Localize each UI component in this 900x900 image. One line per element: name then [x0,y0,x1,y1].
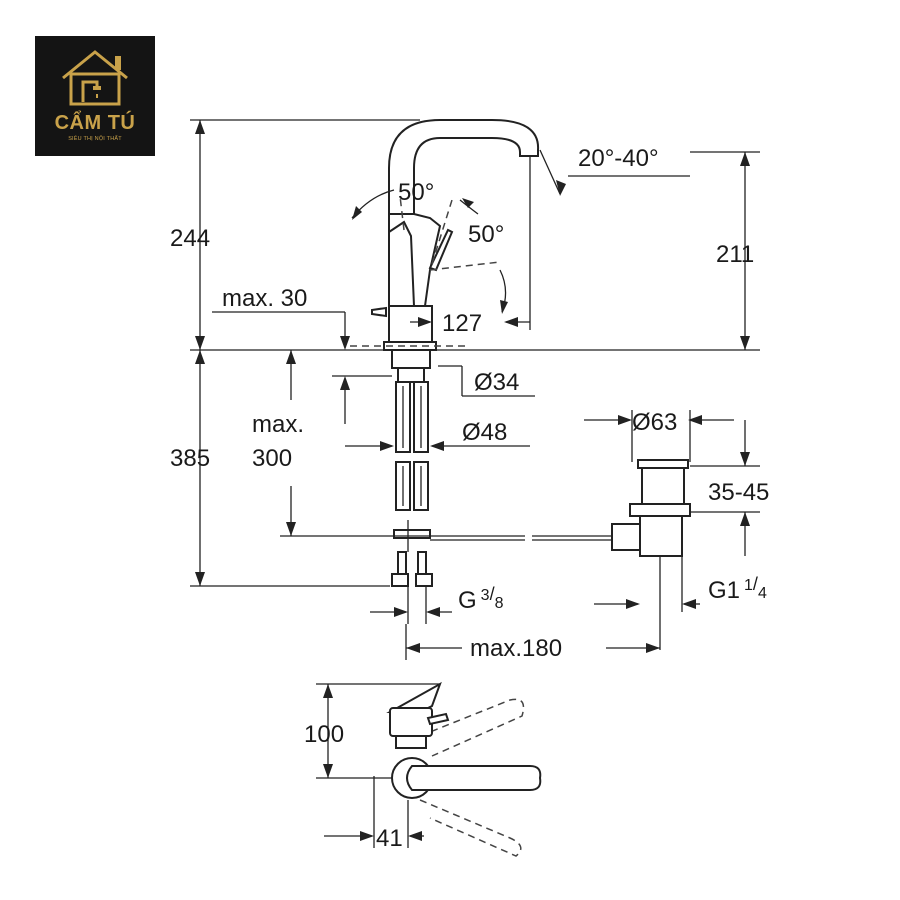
label-max-deck: max. 30 [222,285,307,312]
brand-name: CẨM TÚ [54,112,136,134]
label-max-under-1: max. [252,411,304,438]
dim-g114 [594,599,700,609]
dim-35-45 [690,420,760,556]
label-waste-range: 35-45 [708,479,769,506]
dim-211 [690,151,760,350]
top-view [386,681,542,857]
dim-lever-angles [351,189,508,314]
label-spout-reach: 127 [442,310,482,337]
label-max-under-2: 300 [252,445,292,472]
label-lever-height: 100 [304,721,344,748]
dim-244 [190,119,420,350]
brand-tagline: SIÊU THỊ NỘI THẤT [68,136,122,142]
dim-max-30 [212,311,392,424]
label-lever-offset: 41 [376,825,403,852]
label-lever-angle-left: 50° [398,179,434,206]
house-faucet-icon [62,50,128,106]
label-spout-height: 211 [716,241,754,268]
dim-48 [345,441,530,451]
dim-34 [438,365,535,397]
label-waste-diameter: Ø63 [632,409,677,436]
dim-100 [316,683,440,779]
dim-385 [190,350,390,587]
dim-swivel [539,149,690,196]
pull-rod [280,529,629,547]
supply-hoses [391,381,433,587]
dim-63 [584,410,734,462]
label-total-height: 244 [170,225,210,252]
faucet-body [371,119,540,383]
dim-max-300 [286,350,296,536]
label-below-deck: 385 [170,445,210,472]
brand-logo: CẨM TÚ SIÊU THỊ NỘI THẤT [35,36,155,156]
label-max-pull-rod: max.180 [470,635,562,662]
dim-g38 [370,586,452,624]
waste-assembly [611,459,691,650]
dim-max-180 [405,624,660,660]
dim-127 [410,156,531,330]
label-shank-diameter: Ø34 [474,369,519,396]
label-base-diameter: Ø48 [462,419,507,446]
label-spout-swivel: 20°-40° [578,145,659,172]
label-lever-angle-right: 50° [468,221,504,248]
dim-41 [324,776,424,848]
